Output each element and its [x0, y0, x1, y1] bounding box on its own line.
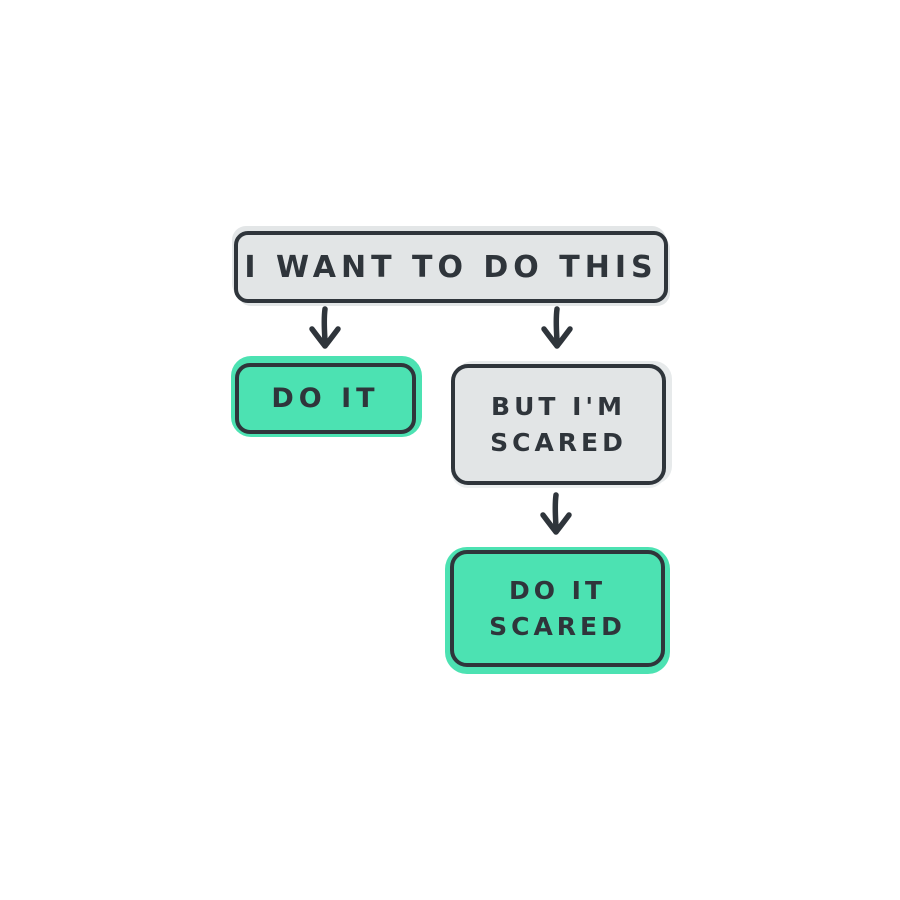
node-do-it-scared-line-2: SCARED: [489, 611, 626, 641]
flowchart-node-want: I WANT TO DO THIS: [234, 231, 668, 303]
flowchart-node-do-it-scared: DO IT SCARED: [450, 550, 665, 667]
node-want-label: I WANT TO DO THIS: [244, 249, 658, 285]
arrow-down-icon: [307, 306, 343, 352]
arrow-down-icon: [539, 306, 575, 352]
node-but-scared-line-1: BUT I'M: [491, 391, 626, 421]
arrow-down-icon: [538, 492, 574, 538]
node-but-scared-line-2: SCARED: [490, 427, 627, 457]
node-do-it-scared-line-1: DO IT: [508, 575, 607, 605]
node-do-it-label: DO IT: [271, 383, 380, 414]
flowchart-node-but-scared: BUT I'M SCARED: [451, 364, 666, 485]
flowchart-node-do-it: DO IT: [235, 363, 416, 434]
